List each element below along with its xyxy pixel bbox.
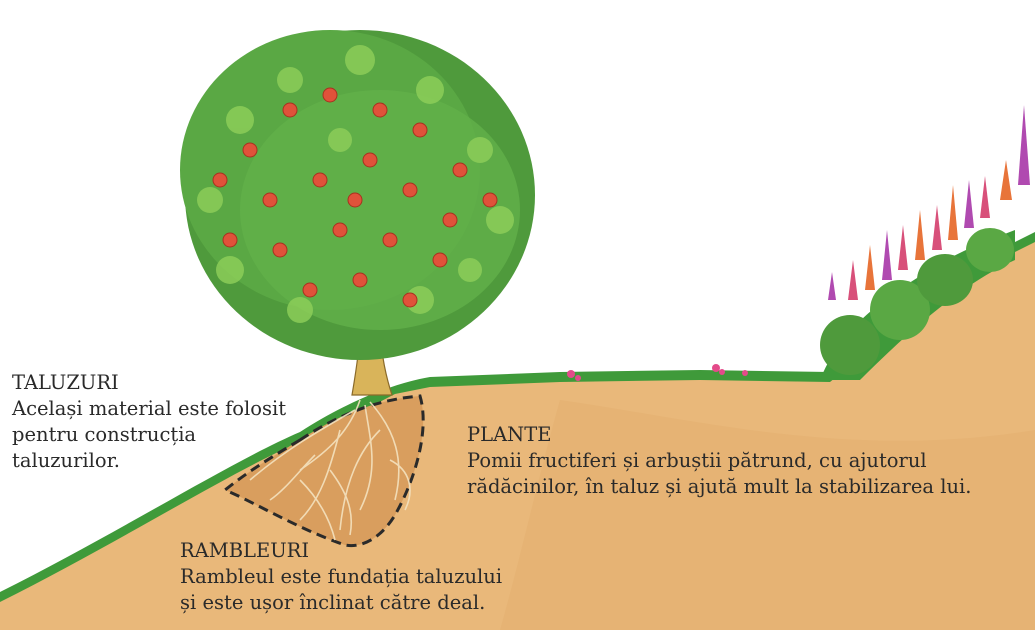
label-taluzuri-line: pentru construcția (12, 422, 342, 448)
label-plante-line: Pomii fructiferi și arbuștii pătrund, cu… (467, 448, 987, 474)
label-rambleuri-title: RAMBLEURI (180, 538, 560, 564)
label-taluzuri-line: Același material este folosit (12, 396, 342, 422)
label-rambleuri: RAMBLEURI Rambleul este fundația taluzul… (180, 538, 560, 616)
label-plante-title: PLANTE (467, 422, 987, 448)
label-taluzuri-line: taluzurilor. (12, 448, 342, 474)
label-taluzuri-title: TALUZURI (12, 370, 342, 396)
label-plante-line: rădăcinilor, în taluz și ajută mult la s… (467, 474, 987, 500)
label-plante: PLANTE Pomii fructiferi și arbuștii pătr… (467, 422, 987, 500)
label-rambleuri-line: și este ușor înclinat către deal. (180, 590, 560, 616)
apple-tree-icon (180, 30, 535, 360)
label-rambleuri-line: Rambleul este fundația taluzului (180, 564, 560, 590)
label-taluzuri: TALUZURI Același material este folosit p… (12, 370, 342, 474)
